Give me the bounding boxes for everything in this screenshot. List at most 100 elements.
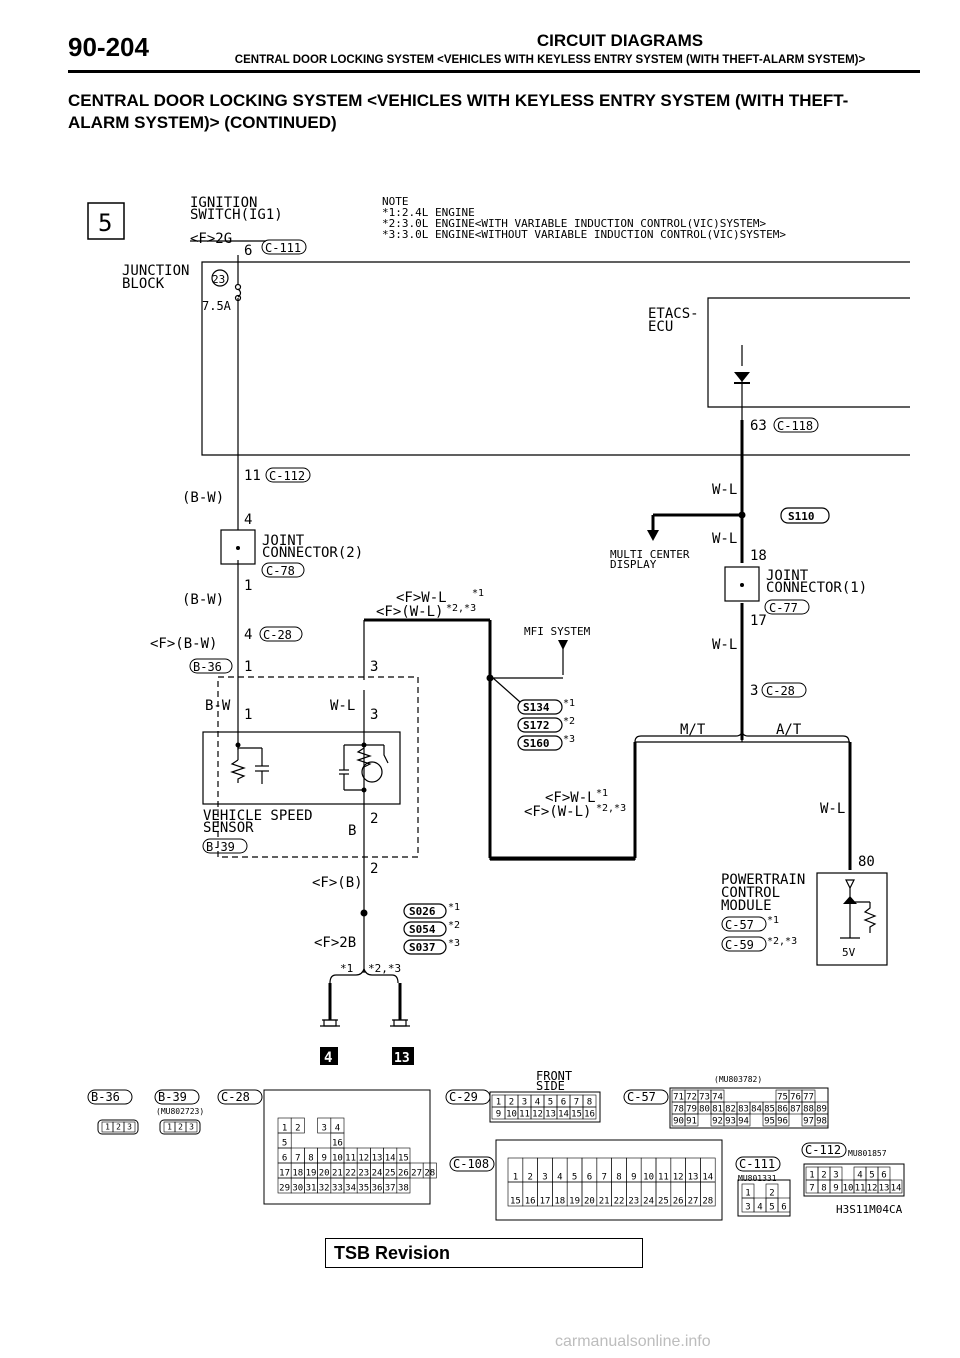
c57-pin-label: 74 xyxy=(712,1093,723,1103)
wire-wl-pcm: W-L xyxy=(820,801,845,817)
c111-pin-label: 5 xyxy=(769,1203,774,1213)
c57-pin-label: 88 xyxy=(803,1105,814,1115)
c108-pin-label: 17 xyxy=(540,1197,551,1207)
page-header-title: CIRCUIT DIAGRAMS xyxy=(536,31,704,50)
tsb-revision: TSB Revision xyxy=(325,1238,643,1268)
splice-s037 xyxy=(403,939,447,955)
multi-center-label-1: MULTI CENTER xyxy=(610,548,690,561)
etacs-diode-icon xyxy=(734,372,750,382)
vss-pin1-bottom: 1 xyxy=(244,707,252,723)
star3-s037: *3 xyxy=(448,938,460,949)
fuse-number: 23 xyxy=(212,273,225,286)
etacs-label-1: ETACS- xyxy=(648,306,699,322)
s134-label: S134 xyxy=(523,701,550,714)
c108-pin-label: 26 xyxy=(673,1197,684,1207)
b36-pin: 1 xyxy=(244,659,252,675)
etacs-label-2: ECU xyxy=(648,319,673,335)
jc1-pin-top: 18 xyxy=(750,548,767,564)
c112-pin-label: 12 xyxy=(867,1184,878,1194)
c29-pin-label: 1 xyxy=(496,1098,501,1108)
jc1-pin-bottom: 17 xyxy=(750,613,767,629)
wire-wl-vss: W-L xyxy=(330,698,355,714)
star1-s026: *1 xyxy=(448,902,460,913)
c28-pin-label: 26 xyxy=(398,1169,409,1179)
c111-pin-label: 2 xyxy=(769,1189,774,1199)
c57-pin-label: 84 xyxy=(751,1105,762,1115)
c112-pin-label: 9 xyxy=(833,1184,838,1194)
c28-pin-label: 9 xyxy=(321,1154,326,1164)
sheet-marker-box xyxy=(87,202,125,240)
c57-pin-label: 77 xyxy=(803,1093,814,1103)
c28-pin-label: 37 xyxy=(385,1184,396,1194)
jc1-label-1: JOINT xyxy=(766,568,809,584)
c28-pin-label: 10 xyxy=(332,1154,343,1164)
c57-pin-label: 72 xyxy=(686,1093,697,1103)
c112-pin-label: 8 xyxy=(821,1184,826,1194)
c57-pin-cell xyxy=(736,1113,751,1127)
sheet-marker: 5 xyxy=(98,209,112,237)
c29-ref-panel: C-29 xyxy=(449,1090,478,1104)
wire-b: B xyxy=(348,823,356,839)
c29-connector-face xyxy=(489,1091,601,1123)
c57-pin-label: 78 xyxy=(673,1105,684,1115)
c57-pin-label: 93 xyxy=(725,1117,736,1127)
star23-bottom: *2,*3 xyxy=(596,803,626,814)
ground-ref-13: 13 xyxy=(394,1051,410,1066)
splice-s054 xyxy=(403,921,447,937)
at-label: A/T xyxy=(776,722,802,738)
c28-pin-label: 36 xyxy=(372,1184,383,1194)
c29-pin-label: 2 xyxy=(509,1098,514,1108)
pcm-body xyxy=(816,872,888,966)
front-side-1: FRONT xyxy=(536,1069,572,1083)
vss-pin2: 2 xyxy=(370,811,378,827)
ground-ref-13-box xyxy=(392,1047,414,1065)
wire-f-wl-top: <F>W-L xyxy=(396,590,447,606)
page-number: 90-204 xyxy=(68,32,149,62)
c57-pin-label: 94 xyxy=(738,1117,749,1127)
etacs-ecu-outline xyxy=(707,297,910,408)
c57-pin-label: 75 xyxy=(777,1093,788,1103)
c112-pin-label: 2 xyxy=(821,1171,826,1181)
c59-ref: C-59 xyxy=(725,938,754,952)
c108-pin-label: 19 xyxy=(569,1197,580,1207)
c112-pin-label: 11 xyxy=(855,1184,866,1194)
c28-pin-label: 28 xyxy=(424,1169,435,1179)
splice-s134 xyxy=(517,699,563,715)
c29-pin-label: 5 xyxy=(548,1098,553,1108)
section-title: CENTRAL DOOR LOCKING SYSTEM <VEHICLES WI… xyxy=(68,90,928,134)
c28-connector-face xyxy=(263,1089,431,1205)
c57-pin-label: 79 xyxy=(686,1105,697,1115)
c28-pin-label: 31 xyxy=(306,1184,317,1194)
wire-wl-3: W-L xyxy=(712,637,737,653)
c29-pin-label: 13 xyxy=(545,1110,556,1120)
c29-pin-label: 8 xyxy=(587,1098,592,1108)
c28-pin-label: 20 xyxy=(319,1169,330,1179)
pcm-label-3: MODULE xyxy=(721,898,772,914)
b36-ref: B-36 xyxy=(193,660,222,674)
mu-c111: MU801331 xyxy=(738,1174,777,1183)
jc2-label-1: JOINT xyxy=(262,533,305,549)
c28-pin-label: 18 xyxy=(292,1169,303,1179)
c57-pin-label: 82 xyxy=(725,1105,736,1115)
c111-ref: C-111 xyxy=(265,241,301,255)
junction-block-label-2: BLOCK xyxy=(122,276,165,292)
wire-bw-1: (B-W) xyxy=(182,490,224,506)
ignition-switch-label-2: SWITCH(IG1) xyxy=(190,207,283,223)
c28-pin-label: 25 xyxy=(385,1169,396,1179)
c108-pin-label: 10 xyxy=(643,1173,654,1183)
pcm-label-2: CONTROL xyxy=(721,885,780,901)
wire-bw-2: (B-W) xyxy=(182,592,224,608)
c57-pin-label: 80 xyxy=(699,1105,710,1115)
pcm-5v: 5V xyxy=(842,946,856,959)
b39-ref-panel: B-39 xyxy=(158,1090,187,1104)
c57-pin-label: 86 xyxy=(777,1105,788,1115)
c57-pin-label: 95 xyxy=(764,1117,775,1127)
pin-2-lower: 2 xyxy=(370,861,378,877)
mfi-arrow-icon xyxy=(558,640,568,650)
c28-pin-label: 23 xyxy=(358,1169,369,1179)
section-title-line-1: CENTRAL DOOR LOCKING SYSTEM <VEHICLES WI… xyxy=(68,91,849,110)
ground-ref-4-box xyxy=(320,1047,338,1065)
b36-ref-panel: B-36 xyxy=(91,1090,120,1104)
c57-pin-label: 96 xyxy=(777,1117,788,1127)
